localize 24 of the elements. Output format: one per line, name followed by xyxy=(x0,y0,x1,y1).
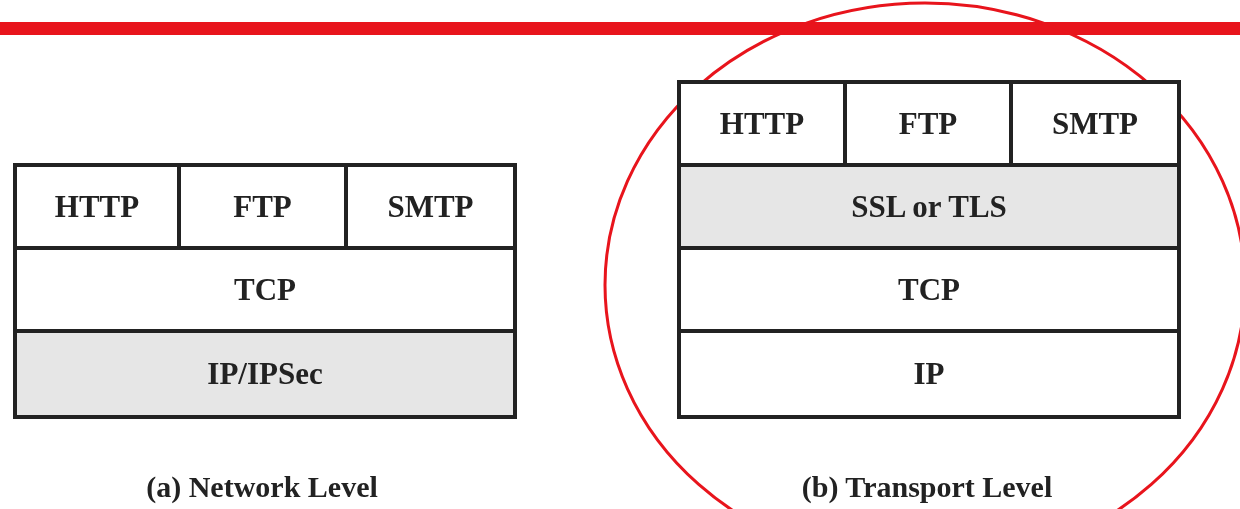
protocol-layer xyxy=(677,80,843,163)
layer-label: SSL or TLS xyxy=(851,188,1007,225)
protocol-layer xyxy=(13,163,177,246)
protocol-layer xyxy=(677,329,1181,419)
protocol-layer xyxy=(677,163,1181,246)
layer-label: FTP xyxy=(898,105,958,142)
protocol-layer xyxy=(13,329,517,419)
layer-label: HTTP xyxy=(54,188,140,225)
layer-label: HTTP xyxy=(719,105,805,142)
layer-label: SMTP xyxy=(1051,105,1139,142)
protocol-layer xyxy=(177,163,344,246)
layer-label: IP xyxy=(913,356,945,392)
figure-caption: (a) Network Level xyxy=(146,470,378,504)
protocol-layer xyxy=(13,246,517,329)
layer-label: TCP xyxy=(898,271,960,308)
figure-caption: (b) Transport Level xyxy=(801,470,1053,504)
layer-label: FTP xyxy=(233,188,292,225)
layer-label: SMTP xyxy=(387,188,474,225)
protocol-layer xyxy=(344,163,517,246)
layer-label: TCP xyxy=(234,271,296,308)
protocol-layer xyxy=(677,246,1181,329)
layer-label: IP/IPSec xyxy=(207,356,323,392)
protocol-layer xyxy=(843,80,1009,163)
protocol-layer xyxy=(1009,80,1181,163)
